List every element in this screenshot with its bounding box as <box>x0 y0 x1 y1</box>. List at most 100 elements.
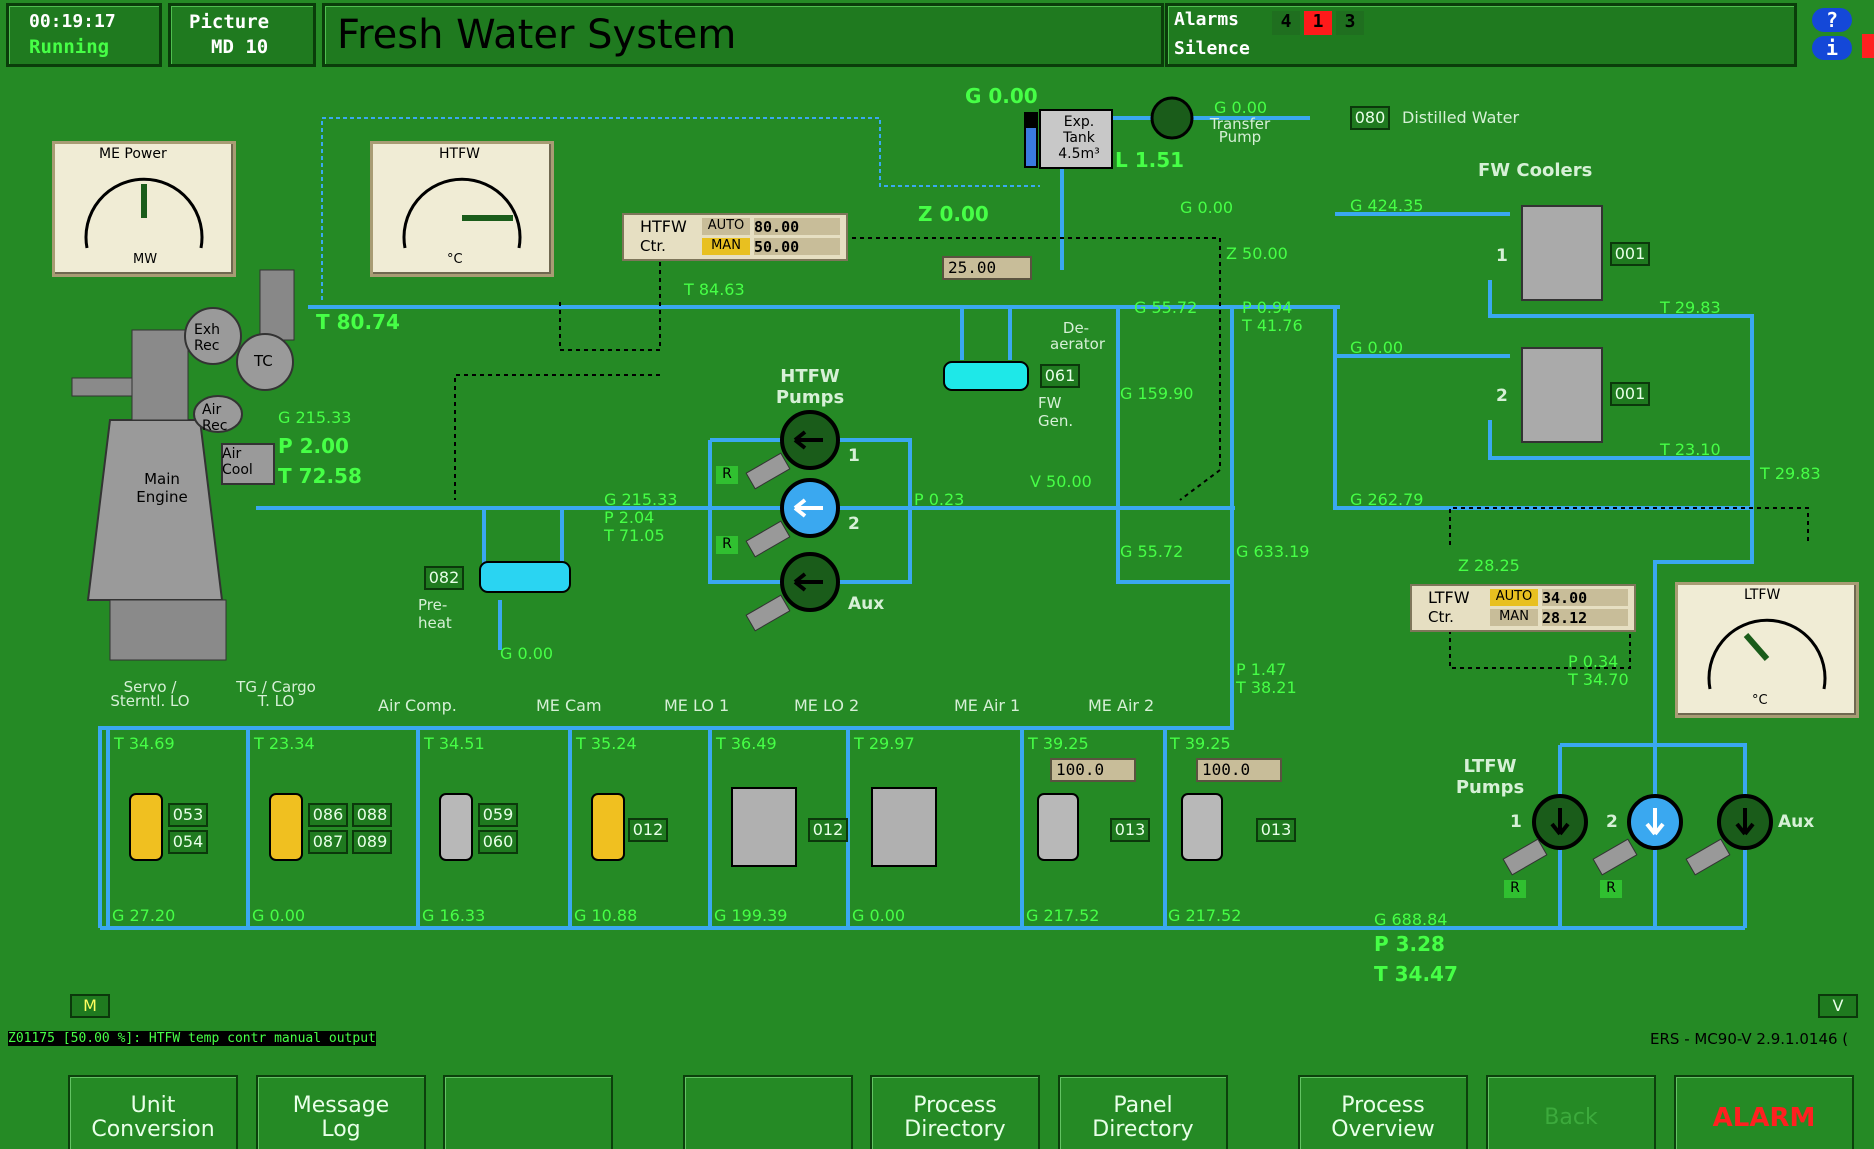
p094-value: P 0.94 <box>1242 298 1293 317</box>
consumer-tag-059[interactable]: 059 <box>478 803 518 827</box>
t84-value: T 84.63 <box>684 280 745 299</box>
lt-pump-1-label: 1 <box>1510 812 1522 832</box>
v-button[interactable]: V <box>1818 994 1858 1018</box>
me-air-1-setpoint[interactable]: 100.0 <box>1050 758 1136 782</box>
expansion-position: Z 0.00 <box>918 202 989 226</box>
info-icon[interactable]: i <box>1812 36 1852 60</box>
p023-value: P 0.23 <box>914 490 965 509</box>
alarm-count-c[interactable]: 3 <box>1336 11 1364 35</box>
picture-label: Picture <box>189 11 270 33</box>
htfw-setpoint[interactable]: 80.00 <box>754 218 840 236</box>
consumer-temp-1: T 23.34 <box>254 734 315 753</box>
consumer-tag-089[interactable]: 089 <box>352 830 392 854</box>
preheater-tag[interactable]: 082 <box>424 566 464 590</box>
exp-tank-flow: G 0.00 <box>965 84 1038 108</box>
htfw-controller[interactable]: HTFW Ctr. AUTO MAN 80.00 50.00 <box>622 213 848 261</box>
consumer-temp-4: T 36.49 <box>716 734 777 753</box>
exh-rec-label: Exh Rec <box>194 322 221 354</box>
p147-value: P 1.47 <box>1236 660 1287 679</box>
ht-pump-1-label: 1 <box>848 446 860 466</box>
preheater-label: Pre- heat <box>418 596 452 632</box>
htfw-man-button[interactable]: MAN <box>702 238 750 255</box>
cooler-1-flow: G 424.35 <box>1350 196 1424 215</box>
cooler-2-flow: G 0.00 <box>1350 338 1404 357</box>
distilled-water-tag[interactable]: 080 <box>1350 106 1390 130</box>
consumer-flow-7: G 217.52 <box>1168 906 1242 925</box>
cooler-2-label: 2 <box>1496 386 1508 406</box>
consumer-tag-012b[interactable]: 012 <box>808 818 848 842</box>
lt-pump-1-remote[interactable]: R <box>1504 880 1526 898</box>
ltfw-setpoint[interactable]: 34.00 <box>1542 589 1628 607</box>
g15990-value: G 159.90 <box>1120 384 1194 403</box>
consumer-label-6: ME Air 1 <box>954 696 1021 715</box>
ht-pump-1-remote[interactable]: R <box>716 466 738 484</box>
ltfw-output[interactable]: 28.12 <box>1542 609 1628 627</box>
consumer-tag-088[interactable]: 088 <box>352 803 392 827</box>
main-engine-label: Main Engine <box>136 470 188 506</box>
consumer-flow-4: G 199.39 <box>714 906 788 925</box>
consumer-tag-013b[interactable]: 013 <box>1256 818 1296 842</box>
help-icon[interactable]: ? <box>1812 8 1852 32</box>
t3821-value: T 38.21 <box>1236 678 1297 697</box>
distilled-water-label: Distilled Water <box>1402 108 1520 127</box>
consumer-tag-054[interactable]: 054 <box>168 830 208 854</box>
ltfw-man-button[interactable]: MAN <box>1490 609 1538 626</box>
picture-panel: Picture MD 10 <box>168 3 316 67</box>
alarm-count-a[interactable]: 4 <box>1272 11 1300 35</box>
back-button[interactable]: Back <box>1486 1075 1656 1149</box>
clock: 00:19:17 <box>29 11 116 32</box>
air-rec-label: Air Rec <box>202 402 228 434</box>
silence-label[interactable]: Silence <box>1174 38 1250 59</box>
inlet-pressure-2: P 2.04 <box>604 508 655 527</box>
gauge-dial <box>402 177 522 249</box>
blank-button-1[interactable] <box>443 1075 613 1149</box>
htfw-gauge: HTFW °C <box>370 141 554 277</box>
btn-line1: ALARM <box>1712 1103 1816 1133</box>
ltfw-auto-button[interactable]: AUTO <box>1490 589 1538 606</box>
page-title: Fresh Water System <box>337 12 737 58</box>
lt-pump-2-label: 2 <box>1606 812 1618 832</box>
z28-value: Z 28.25 <box>1458 556 1520 575</box>
ltfw-gauge-title: LTFW <box>1744 587 1781 603</box>
lt-temp: T 34.47 <box>1374 962 1458 986</box>
btn-line1: Message <box>292 1093 390 1118</box>
bypass-flow: G 262.79 <box>1350 490 1424 509</box>
consumer-tag-053[interactable]: 053 <box>168 803 208 827</box>
g5572-b: G 55.72 <box>1120 542 1184 561</box>
fwgen-setpoint[interactable]: 25.00 <box>942 256 1032 280</box>
consumer-tag-012a[interactable]: 012 <box>628 818 668 842</box>
tc-label: TC <box>254 352 273 370</box>
ht-pump-aux-label: Aux <box>848 594 885 614</box>
alarms-label: Alarms <box>1174 9 1240 30</box>
consumer-temp-7: T 39.25 <box>1170 734 1231 753</box>
transfer-pump-icon <box>1150 96 1194 140</box>
alarm-button[interactable]: ALARM <box>1674 1075 1854 1149</box>
consumer-tag-087[interactable]: 087 <box>308 830 348 854</box>
engine-inlet-temp: T 72.58 <box>278 464 362 488</box>
p034-value: P 0.34 <box>1568 652 1619 671</box>
me-air-2-setpoint[interactable]: 100.0 <box>1196 758 1282 782</box>
consumer-tag-013a[interactable]: 013 <box>1110 818 1150 842</box>
ltfw-controller[interactable]: LTFW Ctr. AUTO MAN 34.00 28.12 <box>1410 584 1636 632</box>
htfw-auto-button[interactable]: AUTO <box>702 218 750 235</box>
cooler-2-tag[interactable]: 001 <box>1610 382 1650 406</box>
alarm-count-b[interactable]: 1 <box>1304 11 1332 35</box>
m-button[interactable]: M <box>70 994 110 1018</box>
htfw-pump-icons <box>745 410 840 632</box>
consumer-tag-086[interactable]: 086 <box>308 803 348 827</box>
fwgen-tag[interactable]: 061 <box>1040 364 1080 388</box>
blank-button-2[interactable] <box>683 1075 853 1149</box>
cooler-1-temp: T 29.83 <box>1660 298 1721 317</box>
consumer-tag-060[interactable]: 060 <box>478 830 518 854</box>
g5572-a: G 55.72 <box>1134 298 1198 317</box>
v50-value: V 50.00 <box>1030 472 1092 491</box>
htfw-output[interactable]: 50.00 <box>754 238 840 256</box>
ht-pump-2-remote[interactable]: R <box>716 536 738 554</box>
lt-pump-2-remote[interactable]: R <box>1600 880 1622 898</box>
cooler-1-tag[interactable]: 001 <box>1610 242 1650 266</box>
